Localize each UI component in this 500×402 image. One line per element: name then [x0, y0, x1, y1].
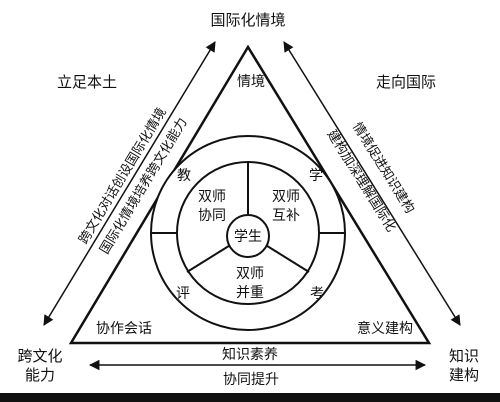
corner-bottom-left-label-line2: 能力 — [25, 366, 55, 384]
segment-divider-right — [263, 243, 310, 273]
corner-bottom-right-label-line2: 建构 — [449, 366, 479, 384]
ring-char-learn: 学 — [309, 168, 323, 184]
triangle-top-label: 情境 — [237, 74, 265, 90]
triangle-bottom-left-label: 协作会话 — [96, 321, 152, 337]
segment-bottom-line1: 双师 — [236, 266, 264, 282]
corner-bottom-right-label-line1: 知识 — [449, 347, 479, 365]
segment-divider-left — [186, 243, 233, 273]
bottom-bar — [0, 393, 500, 402]
corner-bottom-left-label-line1: 跨文化 — [17, 347, 62, 365]
segment-bottom-line2: 并重 — [236, 285, 264, 301]
triangle-bottom-right-label: 意义建构 — [357, 320, 413, 337]
bottom-arrow-label: 协同提升 — [223, 372, 279, 388]
side-upper-left-label: 立足本土 — [57, 73, 117, 91]
right-double-arrow — [283, 41, 461, 326]
ring-char-examine: 考 — [310, 286, 324, 302]
segment-left-line1: 双师 — [198, 189, 226, 205]
corner-top-label: 国际化情境 — [210, 11, 285, 29]
left-double-arrow — [43, 41, 216, 326]
segment-right-line1: 双师 — [272, 189, 300, 205]
segment-right-line2: 互补 — [272, 208, 300, 224]
side-upper-right-label: 走向国际 — [376, 73, 436, 91]
center-label: 学生 — [234, 229, 262, 245]
ring-char-teach: 教 — [177, 168, 191, 184]
segment-left-line2: 协同 — [198, 208, 226, 224]
ring-char-evaluate: 评 — [176, 286, 190, 302]
triangle-bottom-label: 知识素养 — [222, 346, 278, 363]
center-circle — [226, 214, 270, 258]
